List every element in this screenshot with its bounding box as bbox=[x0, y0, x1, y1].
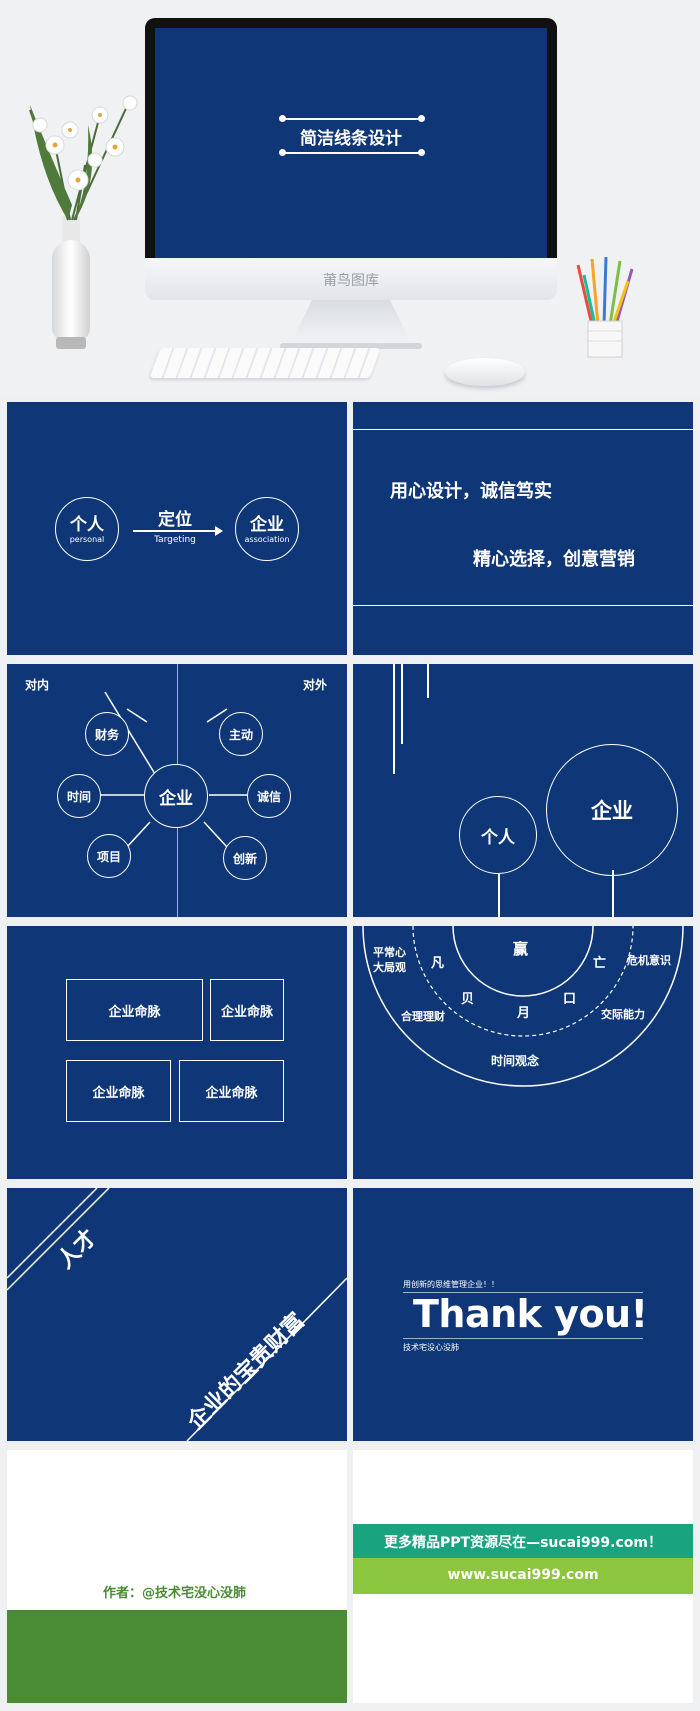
association-circle: 企业 association bbox=[235, 497, 299, 561]
slide-5: 企业命脉 企业命脉 企业命脉 企业命脉 bbox=[7, 926, 347, 1179]
monitor-stand bbox=[290, 300, 412, 345]
promo-text: 更多精品PPT资源尽在—sucai999.com！ bbox=[384, 1535, 662, 1551]
slide-3: 对内 对外 企业 财务 主动 时间 诚信 项目 创新 bbox=[7, 664, 347, 917]
slide-4: 个人 企业 bbox=[353, 664, 693, 917]
slide-8: 用创新的思维管理企业！！ Thank you! 技术宅没心没肺 bbox=[353, 1188, 693, 1441]
slide-6: 平常心 大局观 危机意识 合理理财 交际能力 时间观念 赢 凡 亡 贝 月 口 bbox=[353, 926, 693, 1179]
hub-center: 企业 bbox=[144, 764, 208, 828]
slide-1: 个人 personal 定位 Targeting 企业 association bbox=[7, 402, 347, 655]
thanks-bottom: 技术宅没心没肺 bbox=[403, 1343, 459, 1352]
monitor-brand: 莆鸟图库 bbox=[323, 273, 379, 289]
char-wang: 亡 bbox=[593, 956, 607, 971]
label-time: 时间观念 bbox=[491, 1054, 540, 1068]
slide-2: 用心设计，诚信笃实 精心选择，创意营销 bbox=[353, 402, 693, 655]
hub-connectors bbox=[97, 691, 249, 848]
targeting-cn: 定位 bbox=[158, 510, 192, 530]
keyboard-illustration bbox=[149, 348, 381, 378]
hero-scene: 简洁线条设计 莆鸟图库 bbox=[0, 0, 700, 395]
enterprise-circle-big: 企业 bbox=[546, 744, 678, 876]
label-social: 交际能力 bbox=[601, 1008, 645, 1021]
slogan-line-1: 用心设计，诚信笃实 bbox=[390, 481, 552, 502]
targeting-en: Targeting bbox=[154, 535, 196, 545]
node-innovation: 创新 bbox=[223, 836, 267, 880]
association-cn: 企业 bbox=[250, 514, 284, 535]
char-fan: 凡 bbox=[431, 956, 445, 971]
label-big-picture: 大局观 bbox=[373, 961, 406, 974]
node-finance: 财务 bbox=[85, 712, 129, 756]
node-integrity: 诚信 bbox=[247, 774, 291, 818]
node-initiative: 主动 bbox=[219, 712, 263, 756]
personal-en: personal bbox=[69, 534, 105, 544]
char-yue: 月 bbox=[517, 1006, 531, 1021]
corner-outer: 对外 bbox=[303, 678, 328, 692]
vase-illustration bbox=[48, 215, 93, 355]
diagonal-lines bbox=[7, 1188, 347, 1441]
personal-cn: 个人 bbox=[70, 514, 104, 535]
node-project: 项目 bbox=[87, 834, 131, 878]
lifeline-box-4: 企业命脉 bbox=[179, 1060, 284, 1122]
pencil-cup-illustration bbox=[576, 256, 634, 358]
author-credit: 作者：@技术宅没心没肺 bbox=[103, 1586, 247, 1601]
monitor-screen: 简洁线条设计 bbox=[155, 28, 547, 258]
thanks-top: 用创新的思维管理企业！！ bbox=[403, 1280, 499, 1289]
corner-inner: 对内 bbox=[25, 678, 50, 692]
char-kou: 口 bbox=[563, 992, 577, 1007]
slide-7: 人才 企业的宝贵财富 bbox=[7, 1188, 347, 1441]
arc-diagram bbox=[362, 926, 684, 1087]
lifeline-box-2: 企业命脉 bbox=[210, 979, 284, 1041]
node-time: 时间 bbox=[57, 774, 101, 818]
label-crisis: 危机意识 bbox=[627, 954, 671, 967]
char-bei: 贝 bbox=[461, 992, 475, 1007]
mouse-illustration bbox=[445, 358, 525, 386]
site-link[interactable]: www.sucai999.com bbox=[447, 1567, 599, 1583]
slide-10: 更多精品PPT资源尽在—sucai999.com！ www.sucai999.c… bbox=[353, 1450, 693, 1703]
association-en: association bbox=[244, 534, 290, 544]
slide-9: 作者：@技术宅没心没肺 bbox=[7, 1450, 347, 1703]
targeting-arrow bbox=[133, 530, 217, 532]
flowers-illustration bbox=[29, 95, 138, 221]
thanks-main: Thank you! bbox=[413, 1292, 648, 1336]
hero-title: 简洁线条设计 bbox=[300, 129, 402, 149]
lifeline-box-1: 企业命脉 bbox=[66, 979, 203, 1041]
green-footer bbox=[7, 1610, 347, 1703]
personal-circle-small: 个人 bbox=[459, 796, 537, 874]
personal-circle: 个人 personal bbox=[55, 497, 119, 561]
label-ordinary-mind: 平常心 bbox=[373, 946, 406, 959]
monitor-chin: 莆鸟图库 bbox=[145, 258, 557, 300]
char-win: 赢 bbox=[513, 940, 529, 958]
lifeline-box-3: 企业命脉 bbox=[66, 1060, 171, 1122]
slogan-line-2: 精心选择，创意营销 bbox=[473, 549, 635, 570]
promo-banner: 更多精品PPT资源尽在—sucai999.com！ bbox=[353, 1524, 693, 1558]
site-banner[interactable]: www.sucai999.com bbox=[353, 1558, 693, 1594]
label-finance: 合理理财 bbox=[401, 1010, 445, 1023]
